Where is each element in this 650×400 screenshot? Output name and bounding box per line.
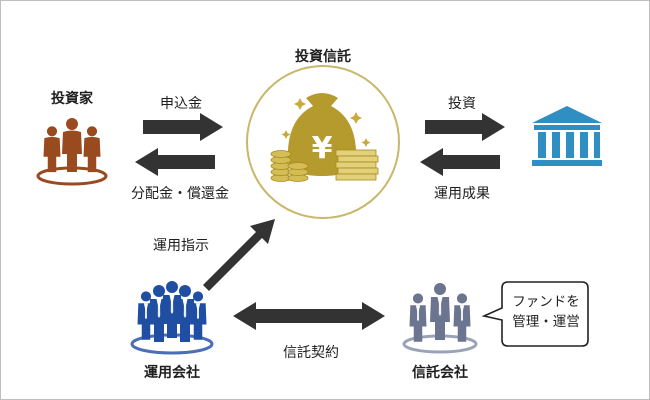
instruction-arrow <box>203 219 275 291</box>
speech-bubble <box>481 281 589 347</box>
subscription-arrow <box>143 113 223 141</box>
results-arrow <box>420 148 500 176</box>
subscription-label: 申込金 <box>160 96 202 112</box>
results-label: 運用成果 <box>434 186 490 202</box>
trust-company-icon <box>402 283 478 354</box>
investment-arrow <box>425 113 505 141</box>
distribution-label: 分配金・償還金 <box>131 186 229 202</box>
distribution-arrow <box>135 148 215 176</box>
investor-icon <box>36 118 108 186</box>
investor-label: 投資家 <box>51 91 93 107</box>
instruction-label: 運用指示 <box>153 238 209 254</box>
management-company-label: 運用会社 <box>144 365 200 381</box>
investment-label: 投資 <box>448 96 476 112</box>
speech-bubble-text: ファンドを 管理・運営 <box>504 292 588 332</box>
money-bag-icon: ¥ <box>270 93 379 182</box>
trust-contract-arrow <box>233 302 385 330</box>
speech-bubble-line-1: ファンドを <box>512 294 580 310</box>
fund-title: 投資信託 <box>295 49 351 65</box>
trust-contract-label: 信託契約 <box>283 345 339 361</box>
speech-bubble-line-2: 管理・運営 <box>512 314 580 330</box>
management-company-icon <box>130 281 214 355</box>
yen-mark: ¥ <box>312 131 333 166</box>
bank-icon <box>532 106 602 166</box>
trust-company-label: 信託会社 <box>412 365 468 381</box>
